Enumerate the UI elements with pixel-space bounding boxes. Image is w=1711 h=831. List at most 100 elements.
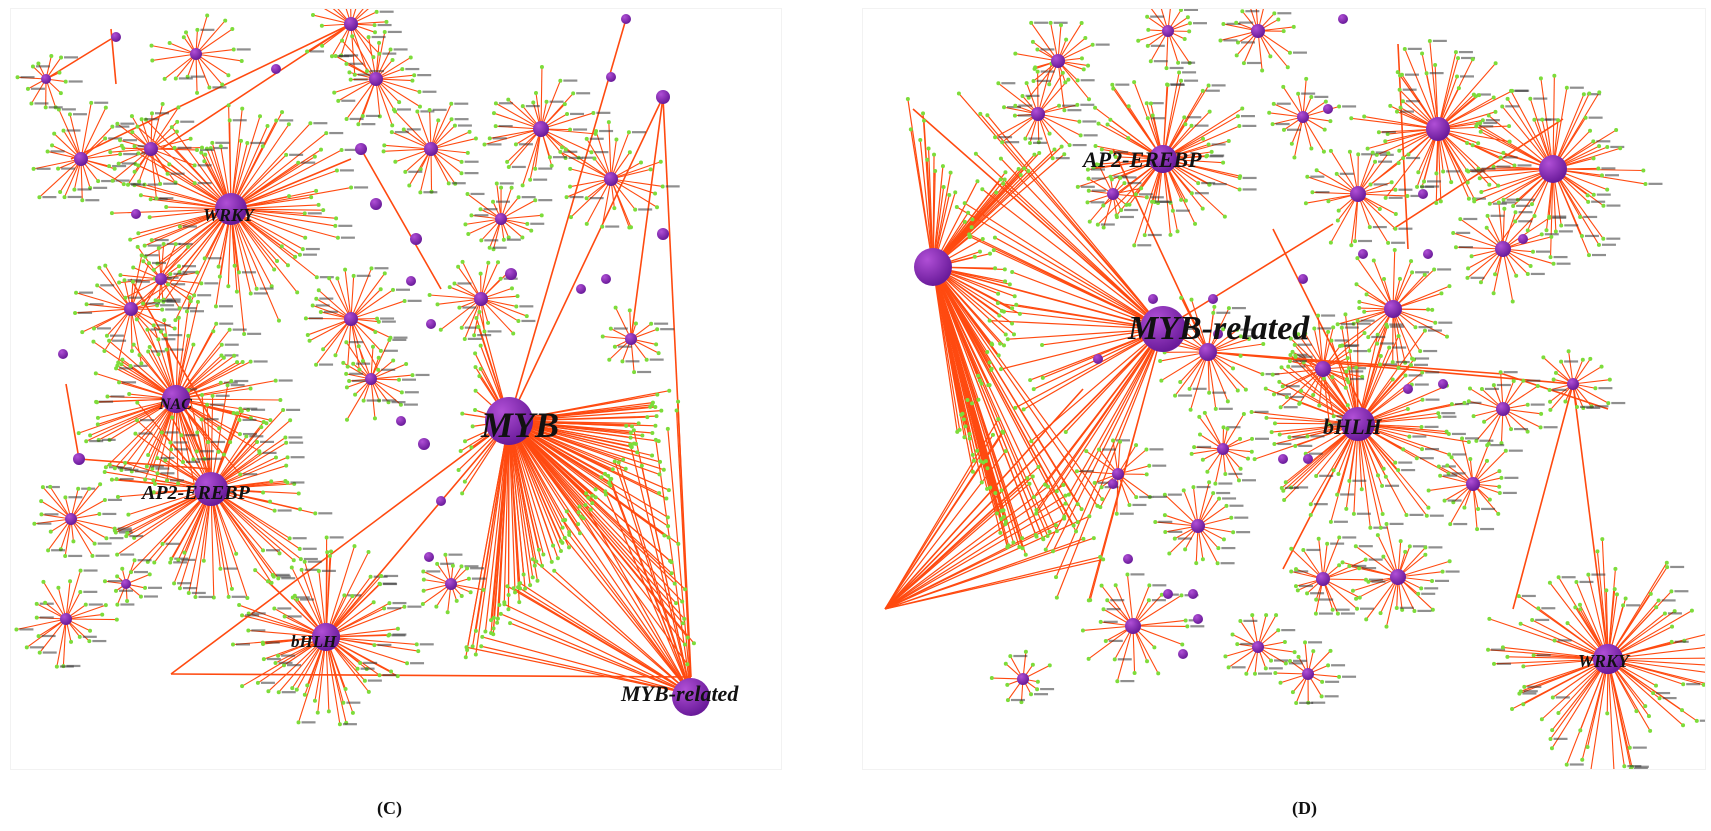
target-gene-label	[1429, 514, 1444, 517]
target-gene-label	[484, 239, 499, 242]
target-gene-label	[1268, 667, 1283, 670]
target-gene-node	[1290, 690, 1295, 695]
network-edge	[1207, 351, 1574, 385]
network-edge	[160, 246, 189, 280]
network-edge	[519, 582, 692, 695]
target-gene-node	[669, 560, 674, 565]
target-gene-node	[1144, 195, 1149, 200]
target-gene-label	[1297, 343, 1312, 346]
target-gene-label	[277, 607, 292, 610]
network-edge	[64, 518, 72, 557]
target-gene-label	[1497, 662, 1512, 665]
target-gene-node	[1418, 349, 1423, 354]
target-gene-node	[231, 410, 236, 415]
target-gene-label	[307, 212, 322, 215]
target-gene-label	[323, 310, 338, 313]
network-edge	[480, 298, 527, 317]
network-edge	[58, 109, 82, 160]
target-gene-node	[1008, 654, 1013, 659]
target-gene-node	[1396, 161, 1401, 166]
target-gene-label	[361, 123, 376, 126]
target-gene-node	[1074, 529, 1079, 534]
target-gene-node	[217, 274, 222, 279]
network-edge	[508, 420, 686, 645]
target-gene-node	[1491, 95, 1496, 100]
target-gene-node	[666, 524, 671, 529]
target-gene-node	[491, 111, 496, 116]
target-gene-node	[456, 264, 461, 269]
target-gene-label	[305, 247, 320, 251]
target-gene-label	[1447, 499, 1462, 502]
target-gene-node	[118, 138, 123, 143]
tf-hub-node	[144, 142, 158, 156]
target-gene-label	[281, 577, 296, 580]
target-gene-node	[1249, 449, 1254, 454]
target-gene-label	[215, 141, 230, 144]
target-gene-node	[491, 615, 496, 620]
tf-hub-node	[914, 248, 952, 286]
target-gene-node	[292, 593, 297, 598]
target-gene-label	[160, 456, 175, 460]
target-gene-node	[1393, 460, 1398, 465]
target-gene-node	[1152, 645, 1157, 650]
target-gene-label	[1601, 167, 1616, 170]
target-gene-label	[1521, 594, 1536, 598]
target-gene-node	[491, 626, 496, 631]
tf-hub-node	[1251, 24, 1265, 38]
target-gene-node	[1031, 387, 1036, 392]
target-gene-node	[1648, 728, 1653, 733]
target-gene-label	[1471, 170, 1486, 173]
tf-hub-node	[60, 613, 72, 625]
target-gene-node	[1486, 113, 1491, 118]
network-edge	[230, 186, 352, 210]
target-gene-node	[638, 160, 643, 165]
target-gene-node	[418, 167, 423, 172]
target-gene-node	[495, 620, 500, 625]
target-gene-label	[109, 537, 124, 540]
target-gene-node	[1643, 704, 1648, 709]
target-gene-node	[633, 207, 638, 212]
tf-node	[1178, 649, 1188, 659]
target-gene-node	[284, 463, 289, 468]
target-gene-node	[1267, 110, 1272, 115]
target-gene-node	[493, 101, 498, 106]
target-gene-node	[533, 166, 538, 171]
target-gene-node	[1189, 191, 1194, 196]
target-gene-node	[417, 104, 422, 109]
target-gene-node	[332, 90, 337, 95]
target-gene-node	[40, 485, 45, 490]
target-gene-label	[1634, 765, 1649, 768]
target-gene-node	[515, 294, 520, 299]
target-gene-node	[608, 477, 613, 482]
target-gene-node	[1430, 307, 1435, 312]
target-gene-label	[190, 75, 205, 78]
target-gene-node	[242, 331, 247, 336]
network-edge	[430, 148, 433, 192]
target-gene-node	[1099, 147, 1104, 152]
target-gene-node	[118, 152, 123, 157]
target-gene-node	[1679, 708, 1684, 713]
target-gene-node	[1290, 349, 1295, 354]
target-gene-node	[632, 370, 637, 375]
tf-hub-node	[74, 152, 88, 166]
target-gene-label	[440, 562, 455, 565]
target-gene-node	[603, 492, 608, 497]
target-gene-node	[452, 123, 457, 128]
network-edge	[1392, 249, 1396, 310]
target-gene-node	[1035, 47, 1040, 52]
target-gene-label	[218, 305, 233, 308]
target-gene-node	[1328, 148, 1333, 153]
target-gene-node	[1383, 195, 1388, 200]
target-gene-node	[97, 265, 102, 270]
target-gene-node	[1402, 46, 1407, 51]
target-gene-label	[1090, 168, 1105, 171]
network-edge	[179, 488, 212, 589]
target-gene-node	[530, 575, 535, 580]
network-edge	[1477, 123, 1554, 170]
target-gene-node	[1287, 435, 1292, 440]
target-gene-label	[1656, 691, 1671, 695]
target-gene-label	[349, 62, 364, 65]
target-gene-node	[1172, 536, 1177, 541]
target-gene-node	[1599, 364, 1604, 369]
target-gene-node	[1235, 114, 1240, 119]
